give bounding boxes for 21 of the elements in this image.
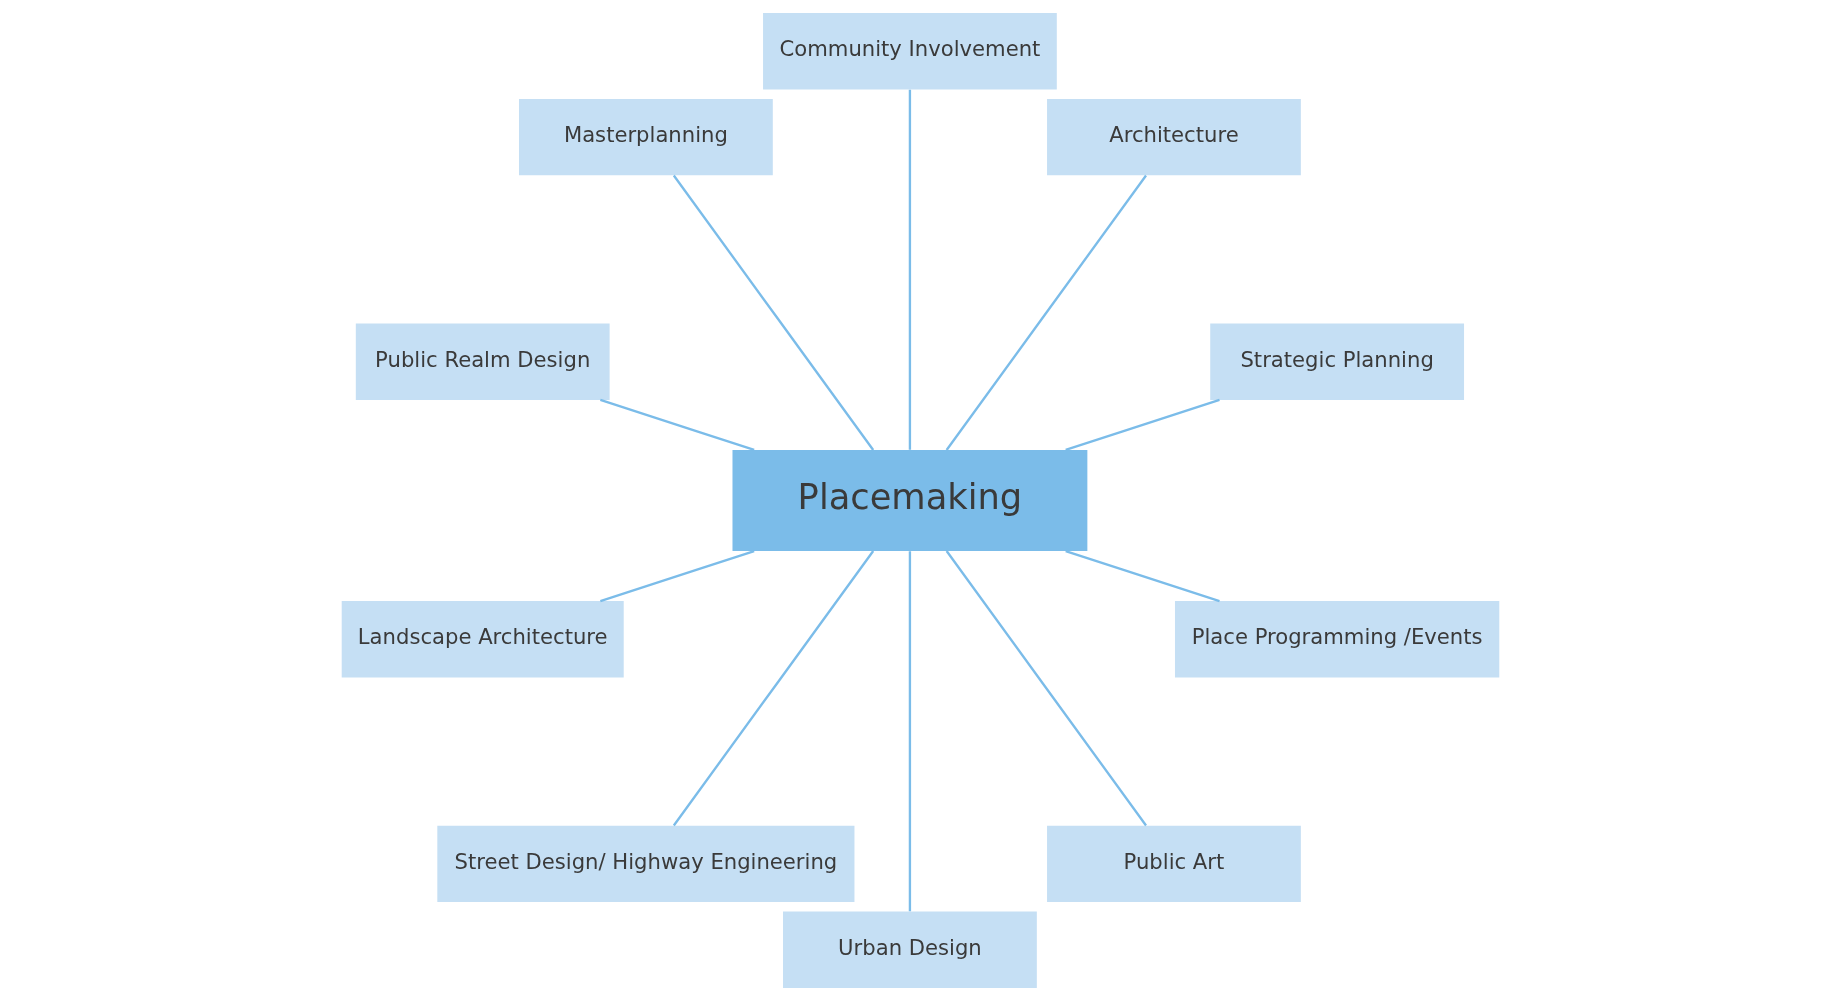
connector bbox=[908, 551, 911, 912]
connector bbox=[945, 550, 1147, 827]
connector bbox=[1064, 398, 1220, 451]
connector bbox=[1064, 550, 1220, 603]
node-box: Masterplanning bbox=[518, 98, 773, 176]
connector bbox=[672, 550, 874, 827]
connector bbox=[599, 550, 755, 603]
node-box: Placemaking bbox=[732, 449, 1087, 552]
connector bbox=[672, 174, 874, 451]
connector bbox=[945, 174, 1147, 451]
node-box: Place Programming /Events bbox=[1174, 601, 1499, 678]
node-box: Public Realm Design bbox=[355, 323, 610, 400]
connector bbox=[599, 398, 755, 451]
node-box: Street Design/ Highway Engineering bbox=[436, 825, 854, 903]
node-box: Community Involvement bbox=[762, 13, 1057, 90]
node-box: Urban Design bbox=[782, 911, 1037, 988]
connector bbox=[908, 89, 911, 450]
node-box: Landscape Architecture bbox=[341, 601, 624, 678]
node-box: Architecture bbox=[1046, 98, 1301, 176]
node-box: Strategic Planning bbox=[1209, 323, 1464, 400]
node-box: Public Art bbox=[1046, 825, 1301, 903]
